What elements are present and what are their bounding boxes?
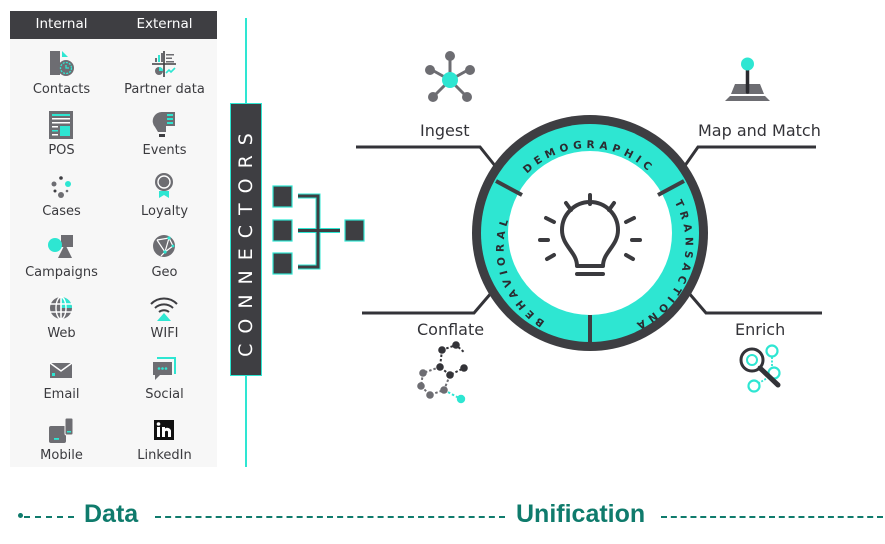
source-label: Cases [42,204,81,219]
source-label: Loyalty [140,204,189,219]
contacts-icon [50,51,74,76]
ring-divider [495,179,523,197]
ring-inner [508,151,672,315]
source-label: LinkedIn [137,448,192,463]
enrich-search-icon [739,344,781,393]
timeline-dash [661,516,883,518]
map-pin-icon [725,57,770,101]
source-loyalty[interactable]: Loyalty [113,169,216,227]
loyalty-badge-icon [155,173,173,198]
footer-timeline: Data Unification [0,500,885,536]
pipeline-line-bottom [245,375,247,467]
source-campaigns[interactable]: Campaigns [10,230,113,288]
conflate-leader-line [362,291,494,315]
source-label: Geo [151,265,178,280]
source-label: Contacts [32,82,91,97]
campaigns-icon [48,235,73,258]
connector-tree-icon [272,185,365,275]
source-label: WIFI [150,326,179,341]
geo-icon [153,235,175,257]
timeline-start-dot [18,513,23,518]
source-geo[interactable]: Geo [113,230,216,288]
mobile-devices-icon [49,417,74,443]
step-ingest: Ingest [420,121,470,140]
linkedin-icon [154,420,174,440]
source-partner-data[interactable]: Partner data [113,47,216,105]
source-label: Events [142,143,187,158]
source-label: Partner data [124,82,205,97]
source-wifi[interactable]: WIFI [113,291,216,349]
web-globe-icon [50,296,72,320]
source-cases[interactable]: Cases [10,169,113,227]
lightbulb-icon [538,193,642,276]
source-mobile[interactable]: Mobile [10,413,113,471]
step-map-and-match: Map and Match [698,121,821,140]
source-label: Web [47,326,76,341]
source-events[interactable]: Events [113,108,216,166]
pipeline-line-top [245,18,247,104]
events-icon [152,111,175,137]
partner-data-icon [152,51,176,77]
unification-diagram: DEMOGRAPHIC TRANSACTIONAL BEHAVIORAL [350,40,822,404]
connectors-label: CONNECTORS [235,122,257,357]
pos-icon [49,111,73,139]
ingest-hub-icon [425,51,475,102]
internal-header: Internal [35,16,88,32]
map-match-leader-line [682,145,816,168]
source-label: Mobile [40,448,83,463]
footer-data-label: Data [84,500,139,528]
source-pos[interactable]: POS [10,108,113,166]
source-label: Email [43,387,80,402]
source-label: Campaigns [25,265,98,280]
source-web[interactable]: Web [10,291,113,349]
connectors-bar: CONNECTORS [230,103,262,376]
source-label: POS [48,143,75,158]
source-contacts[interactable]: Contacts [10,47,113,105]
source-social[interactable]: Social [113,352,216,410]
ring-divider [657,179,685,197]
source-linkedin[interactable]: LinkedIn [113,413,216,471]
step-enrich: Enrich [735,320,786,339]
timeline-dash [155,516,505,518]
footer-unification-label: Unification [516,500,646,528]
external-header: External [136,16,193,32]
email-envelope-icon [49,362,73,378]
cases-icon [51,176,71,198]
social-chat-icon [153,357,176,380]
panel-header: Internal External [10,11,217,39]
wifi-icon [150,297,178,321]
conflate-molecule-icon [417,341,468,404]
timeline-dash [24,516,74,518]
data-sources-panel: Internal External Contacts POS Cases Cam… [10,11,217,467]
source-label: Social [145,387,184,402]
ingest-leader-line [356,145,498,168]
step-conflate: Conflate [417,320,485,339]
enrich-leader-line [686,291,822,315]
source-email[interactable]: Email [10,352,113,410]
